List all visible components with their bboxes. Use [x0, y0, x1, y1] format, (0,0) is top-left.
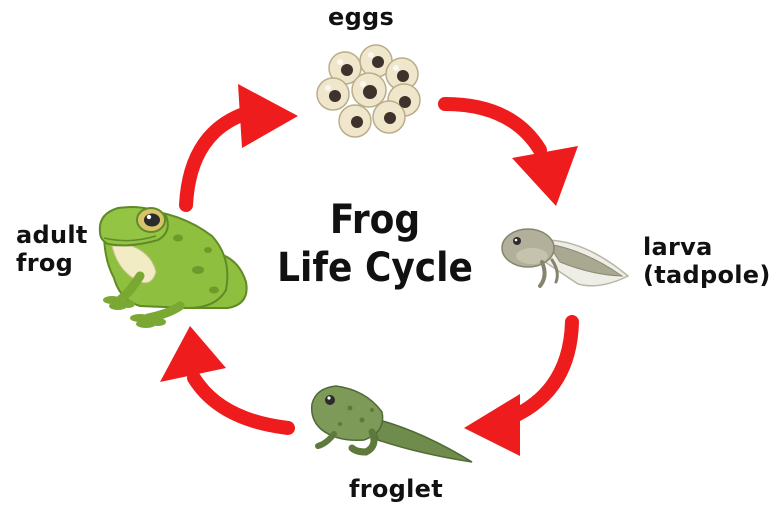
- adult-frog-icon: [98, 206, 248, 328]
- froglet-icon: [310, 385, 473, 463]
- diagram-title: Frog Life Cycle: [250, 196, 500, 292]
- tadpole-icon: [501, 228, 630, 288]
- larva-label: larva (tadpole): [643, 233, 771, 289]
- eggs-label: eggs: [328, 3, 395, 31]
- arrow-larva-to-froglet: [464, 315, 579, 456]
- title-line-1: Frog: [329, 197, 421, 243]
- adult-label-line-2: frog: [16, 248, 74, 277]
- arrow-adult-to-eggs: [179, 84, 298, 212]
- arrow-froglet-to-adult: [160, 326, 295, 435]
- frog-eggs-icon: [316, 44, 421, 138]
- larva-label-line-1: larva: [643, 233, 713, 261]
- title-line-2: Life Cycle: [277, 245, 473, 291]
- adult-frog-label: adult frog: [16, 221, 88, 277]
- arrow-eggs-to-larva: [438, 97, 578, 206]
- adult-label-line-1: adult: [16, 221, 88, 249]
- larva-label-line-2: (tadpole): [643, 260, 771, 289]
- froglet-label: froglet: [349, 475, 444, 503]
